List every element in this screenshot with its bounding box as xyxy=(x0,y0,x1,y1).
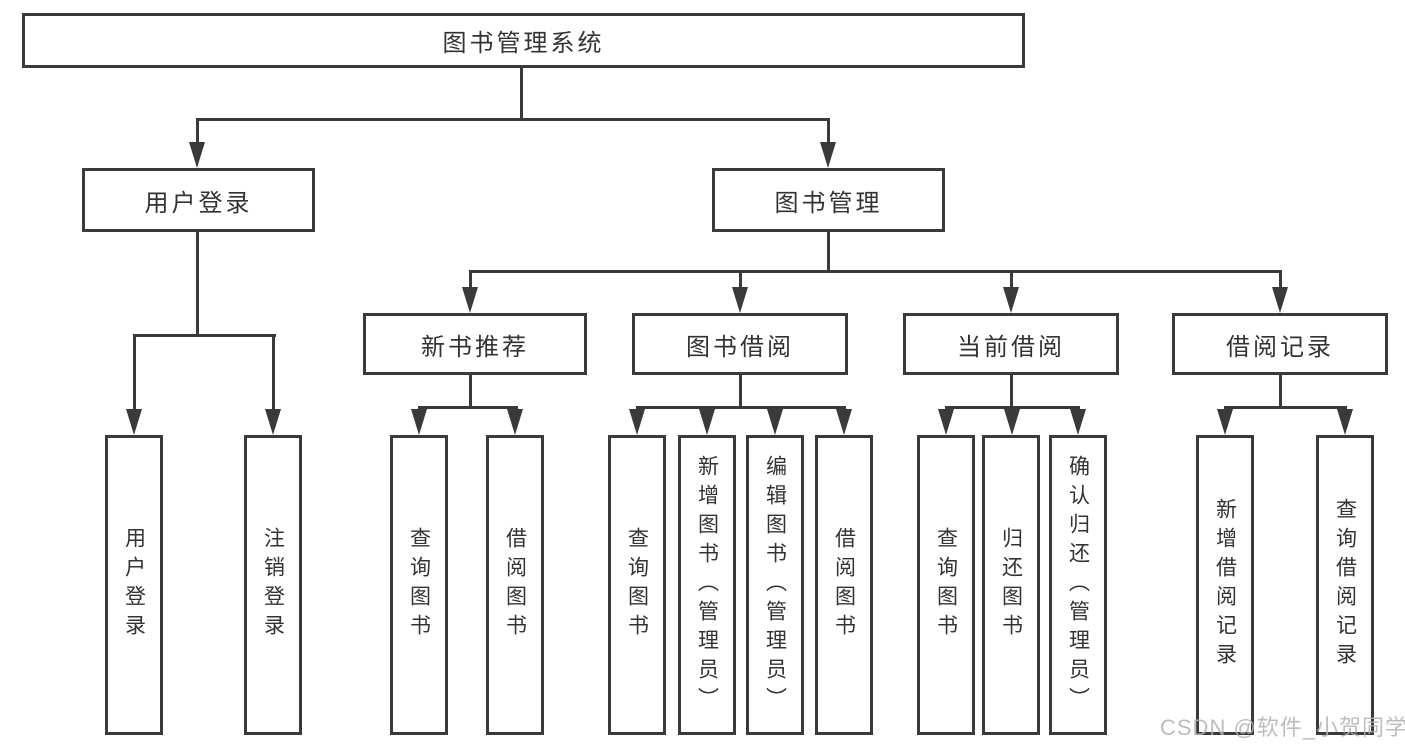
node-new-book-recommend-label: 新书推荐 xyxy=(421,333,529,361)
arrowhead-borrow-edit xyxy=(767,409,783,435)
leaf-borrow-add-book: 新增图书（管理员） xyxy=(678,435,736,735)
arrowhead-newbooks-borrow xyxy=(507,409,523,435)
node-borrow-records-label: 借阅记录 xyxy=(1226,333,1334,361)
connector-to-borrow-records xyxy=(1279,270,1282,289)
leaf-newbooks-borrow: 借阅图书 xyxy=(486,435,544,735)
connector-current-borrow-bar xyxy=(945,406,1080,409)
connector-level2-bar xyxy=(196,118,830,121)
connector-to-new-book-recommend xyxy=(469,270,472,289)
connector-book-borrow-bar xyxy=(636,406,846,409)
connector-to-book-management xyxy=(827,118,830,144)
arrowhead-leaf-user-login xyxy=(126,409,142,435)
arrowhead-book-management xyxy=(820,142,836,168)
leaf-current-confirm-return: 确认归还（管理员） xyxy=(1049,435,1107,735)
connector-current-borrow-stem xyxy=(1010,375,1013,408)
connector-book-management-stem xyxy=(827,232,830,272)
leaf-borrow-query: 查询图书 xyxy=(608,435,666,735)
leaf-newbooks-borrow-label: 借阅图书 xyxy=(503,527,527,643)
leaf-logout: 注销登录 xyxy=(244,435,302,735)
arrowhead-new-book-recommend xyxy=(462,287,478,313)
arrowhead-borrow-borrow xyxy=(836,409,852,435)
connector-user-login-bar xyxy=(133,334,276,337)
arrowhead-newbooks-query xyxy=(411,409,427,435)
arrowhead-user-login xyxy=(189,142,205,168)
connector-user-login-stem xyxy=(196,232,199,336)
connector-to-current-borrow xyxy=(1010,270,1013,289)
leaf-records-add-label: 新增借阅记录 xyxy=(1213,498,1237,672)
leaf-borrow-edit-book-label: 编辑图书（管理员） xyxy=(763,454,787,716)
connector-to-leaf-user-login xyxy=(133,334,136,411)
node-book-borrow: 图书借阅 xyxy=(632,313,848,375)
watermark: CSDN @软件_小贺同学 xyxy=(1160,715,1405,740)
leaf-newbooks-query-label: 查询图书 xyxy=(407,527,431,643)
connector-new-book-bar xyxy=(418,406,518,409)
node-current-borrow: 当前借阅 xyxy=(903,313,1119,375)
leaf-newbooks-query: 查询图书 xyxy=(390,435,448,735)
node-root: 图书管理系统 xyxy=(22,13,1025,68)
leaf-borrow-edit-book: 编辑图书（管理员） xyxy=(746,435,804,735)
arrowhead-borrow-records xyxy=(1272,287,1288,313)
arrowhead-borrow-add xyxy=(699,409,715,435)
leaf-current-query-label: 查询图书 xyxy=(934,527,958,643)
leaf-user-login: 用户登录 xyxy=(105,435,163,735)
node-book-management: 图书管理 xyxy=(712,168,945,232)
leaf-borrow-borrow-book-label: 借阅图书 xyxy=(832,527,856,643)
connector-new-book-stem xyxy=(469,375,472,408)
leaf-borrow-query-label: 查询图书 xyxy=(625,527,649,643)
leaf-borrow-borrow-book: 借阅图书 xyxy=(815,435,873,735)
leaf-records-query-label: 查询借阅记录 xyxy=(1333,498,1357,672)
connector-to-leaf-logout xyxy=(272,334,275,411)
node-borrow-records: 借阅记录 xyxy=(1172,313,1388,375)
connector-book-borrow-stem xyxy=(739,375,742,408)
connector-records-bar xyxy=(1224,406,1347,409)
arrowhead-current-query xyxy=(938,409,954,435)
arrowhead-book-borrow xyxy=(732,287,748,313)
arrowhead-current-return xyxy=(1004,409,1020,435)
leaf-records-query: 查询借阅记录 xyxy=(1316,435,1374,735)
leaf-logout-label: 注销登录 xyxy=(261,527,285,643)
arrowhead-borrow-query xyxy=(629,409,645,435)
arrowhead-current-confirm xyxy=(1070,409,1086,435)
node-user-login: 用户登录 xyxy=(82,168,315,232)
arrowhead-leaf-logout xyxy=(265,409,281,435)
connector-level3-bar xyxy=(469,270,1282,273)
leaf-current-return: 归还图书 xyxy=(982,435,1040,735)
node-book-borrow-label: 图书借阅 xyxy=(686,333,794,361)
node-current-borrow-label: 当前借阅 xyxy=(957,333,1065,361)
arrowhead-records-query xyxy=(1337,409,1353,435)
arrowhead-current-borrow xyxy=(1003,287,1019,313)
node-root-label: 图书管理系统 xyxy=(442,30,605,57)
connector-root-trunk xyxy=(520,68,523,120)
connector-records-stem xyxy=(1279,375,1282,408)
connector-to-book-borrow xyxy=(739,270,742,289)
node-new-book-recommend: 新书推荐 xyxy=(363,313,587,375)
leaf-user-login-label: 用户登录 xyxy=(122,527,146,643)
node-book-management-label: 图书管理 xyxy=(774,189,883,217)
leaf-records-add: 新增借阅记录 xyxy=(1196,435,1254,735)
node-user-login-label: 用户登录 xyxy=(144,189,253,217)
leaf-current-confirm-return-label: 确认归还（管理员） xyxy=(1066,454,1090,716)
leaf-current-return-label: 归还图书 xyxy=(999,527,1023,643)
leaf-borrow-add-book-label: 新增图书（管理员） xyxy=(695,454,719,716)
leaf-current-query: 查询图书 xyxy=(917,435,975,735)
connector-to-user-login xyxy=(196,118,199,144)
arrowhead-records-add xyxy=(1217,409,1233,435)
